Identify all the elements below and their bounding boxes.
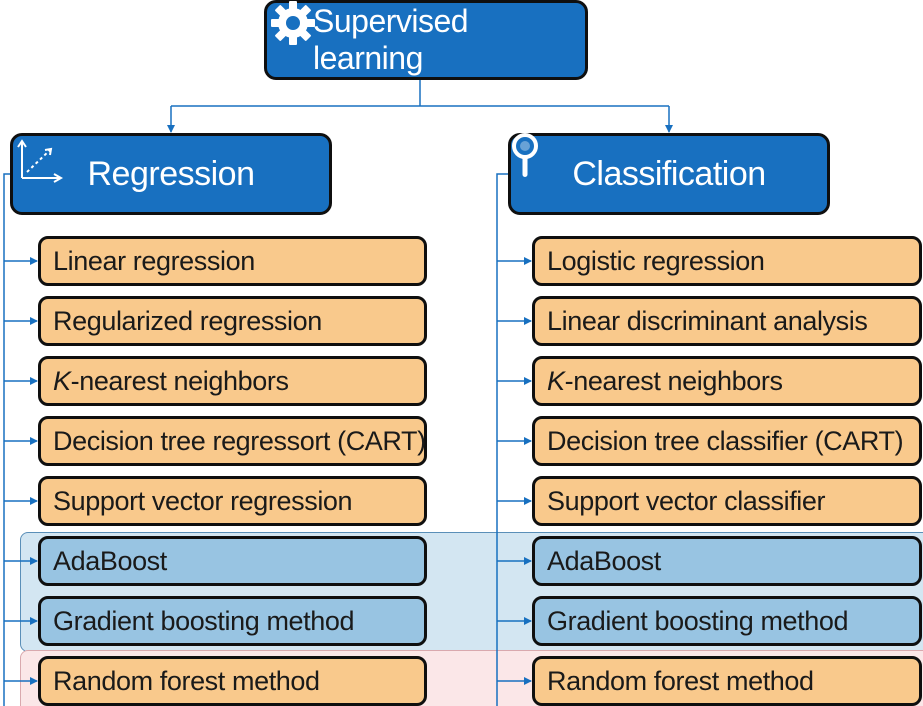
classification-label: Classification [572,154,766,193]
regression-spine-line [3,173,10,706]
method-label: AdaBoost [53,545,167,576]
method-label-rest: -nearest neighbors [564,365,783,396]
branch-node-classification: Classification [508,133,830,215]
classification-method-item: Linear discriminant analysis [532,296,922,346]
classification-method-item: Gradient boosting method [532,596,922,646]
method-label: AdaBoost [547,545,661,576]
method-label: Support vector regression [53,485,353,516]
magnifier-icon [512,133,538,177]
method-label: Gradient boosting method [547,605,849,636]
regression-method-item: Regularized regression [38,296,427,346]
branch-node-regression: Regression [10,133,332,215]
method-label: Linear discriminant analysis [547,305,868,336]
classification-method-item: Decision tree classifier (CART) [532,416,922,466]
regression-method-item: Linear regression [38,236,427,286]
method-label-italic-prefix: K [53,365,71,396]
regression-method-item: Random forest method [38,656,427,706]
method-label-italic-prefix: K [547,365,565,396]
classification-method-item: K-nearest neighbors [532,356,922,406]
regression-label: Regression [87,154,255,193]
root-node-supervised-learning: Supervised learning [264,0,588,80]
classification-method-item: Random forest method [532,656,922,706]
method-label: Linear regression [53,245,255,276]
method-label: Decision tree regressort (CART) [53,425,426,456]
regression-method-item: K-nearest neighbors [38,356,427,406]
regression-method-item: Support vector regression [38,476,427,526]
method-label: Random forest method [53,665,320,696]
method-label: Decision tree classifier (CART) [547,425,904,456]
method-label-rest: -nearest neighbors [70,365,289,396]
regression-method-item: Decision tree regressort (CART) [38,416,427,466]
classification-method-item: Support vector classifier [532,476,922,526]
method-label: Support vector classifier [547,485,826,516]
regression-method-item: AdaBoost [38,536,427,586]
root-node-label: Supervised learning [313,3,469,76]
method-label: Random forest method [547,665,814,696]
gear-icon [271,1,315,45]
classification-spine-line [496,173,508,706]
classification-method-item: AdaBoost [532,536,922,586]
method-label: Logistic regression [547,245,765,276]
classification-method-item: Logistic regression [532,236,922,286]
method-label: Regularized regression [53,305,322,336]
method-label: Gradient boosting method [53,605,355,636]
axes-icon [17,139,64,183]
regression-method-item: Gradient boosting method [38,596,427,646]
